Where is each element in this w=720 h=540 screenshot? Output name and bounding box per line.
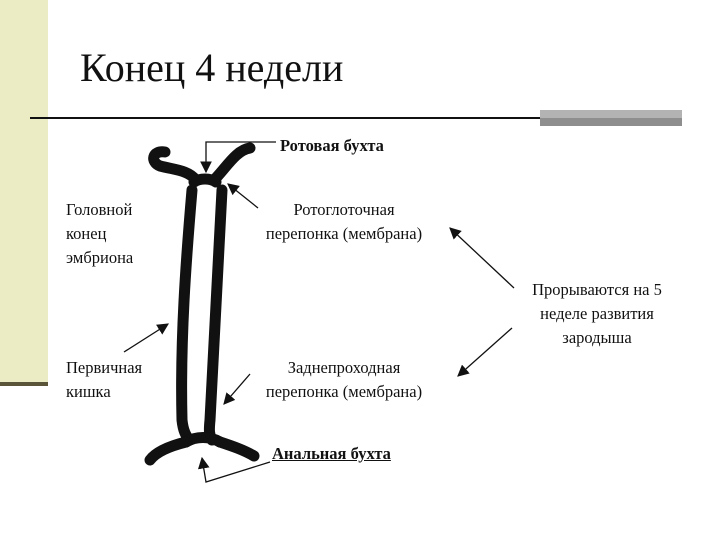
top-right-branch — [208, 142, 256, 186]
bottom-left-branch — [144, 436, 192, 466]
cloacal-pointer — [223, 373, 251, 405]
sidebar-accent — [0, 0, 48, 384]
tube-right-wall — [203, 184, 228, 446]
title-accent-block-shadow — [540, 118, 682, 126]
top-left-branch — [148, 146, 202, 186]
title-accent-block — [540, 110, 682, 118]
label-anal-bay: Анальная бухта — [272, 444, 391, 463]
bottom-right-branch — [214, 436, 260, 462]
label-primary-gut: Первичная кишка — [66, 358, 143, 401]
label-cloacal-membrane: Заднепроходная перепонка (мембрана) — [265, 358, 423, 401]
title-rule — [30, 117, 540, 119]
anal-bay-pointer — [197, 456, 271, 483]
label-rupture-note: Прорываются на 5 неделе развития зародыш… — [532, 280, 662, 347]
oral-bay-pointer — [200, 141, 276, 174]
primary-gut-pointer — [123, 323, 169, 353]
label-head-end: Головной конец эмбриона — [66, 200, 134, 267]
sidebar-underline — [0, 382, 48, 386]
oropharyngeal-pointer — [227, 183, 259, 209]
pointer-lines — [123, 141, 515, 483]
top-junction — [188, 173, 222, 188]
tube-left-wall — [176, 184, 198, 446]
label-oropharyngeal-membrane: Ротоглоточная перепонка (мембрана) — [265, 200, 423, 243]
rupture-pointer-upper — [449, 227, 515, 289]
embryo-tube — [144, 142, 260, 466]
slide-title: Конец 4 недели — [80, 45, 344, 90]
label-oral-bay: Ротовая бухта — [280, 136, 384, 155]
rupture-pointer-lower — [457, 327, 513, 377]
